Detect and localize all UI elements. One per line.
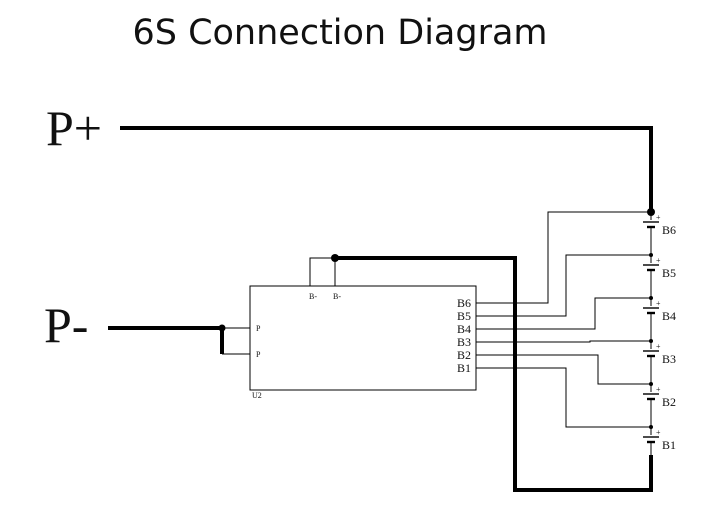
bminus-junction [331, 254, 339, 262]
board-ref: U2 [252, 391, 262, 400]
cell-node [649, 425, 653, 429]
cell-gap [640, 220, 662, 228]
cell-label-b3: B3 [662, 352, 676, 366]
p-minus-pin-links [222, 327, 250, 355]
cell-label-b6: B6 [662, 223, 676, 237]
cell-gap [640, 435, 662, 443]
balance-lead-b4 [476, 297, 651, 330]
p-plus-label: P+ [46, 100, 102, 156]
balance-lead-b5 [476, 254, 651, 317]
bminus-pin-links [309, 257, 336, 286]
balance-lead-b3 [476, 340, 651, 343]
p-minus-wire [108, 326, 224, 354]
cell-label-b5: B5 [662, 266, 676, 280]
cell-plus-sign: + [656, 256, 661, 265]
p-plus-wire [120, 126, 653, 212]
board-pin-p2: P [256, 350, 261, 359]
cell-node [649, 339, 653, 343]
p-minus-label: P- [44, 297, 88, 353]
cell-label-b2: B2 [662, 395, 676, 409]
cell-label-b1: B1 [662, 438, 676, 452]
board-pin-bminus-2: B- [333, 292, 341, 301]
cell-gap [640, 306, 662, 314]
cell-node [649, 382, 653, 386]
board-pin-b3: B3 [457, 335, 471, 349]
cell-plus-sign: + [656, 299, 661, 308]
cell-gap [640, 263, 662, 271]
board-pin-b2: B2 [457, 348, 471, 362]
board-pin-b6: B6 [457, 296, 471, 310]
cell-plus-sign: + [656, 213, 661, 222]
cell-label-b4: B4 [662, 309, 676, 323]
diagram-title: 6S Connection Diagram [132, 13, 547, 53]
cell-gap [640, 349, 662, 357]
bms-board [249, 285, 477, 391]
cell-node [649, 253, 653, 257]
balance-lead-b1 [476, 367, 651, 428]
cell-stack: +B6+B5+B4+B3+B2+B1 [640, 212, 676, 455]
bminus-wire [335, 256, 653, 492]
board-pin-b1: B1 [457, 361, 471, 375]
board-pin-p1: P [256, 324, 261, 333]
cell-plus-sign: + [656, 385, 661, 394]
cell-gap [640, 392, 662, 400]
balance-lead-b6 [476, 211, 651, 304]
board-pin-b4: B4 [457, 322, 471, 336]
cell-node [649, 296, 653, 300]
cell-plus-sign: + [656, 428, 661, 437]
board-pin-bminus-1: B- [309, 292, 317, 301]
balance-leads [476, 211, 651, 428]
balance-lead-b2 [476, 354, 651, 385]
board-pin-b5: B5 [457, 309, 471, 323]
cell-plus-sign: + [656, 342, 661, 351]
